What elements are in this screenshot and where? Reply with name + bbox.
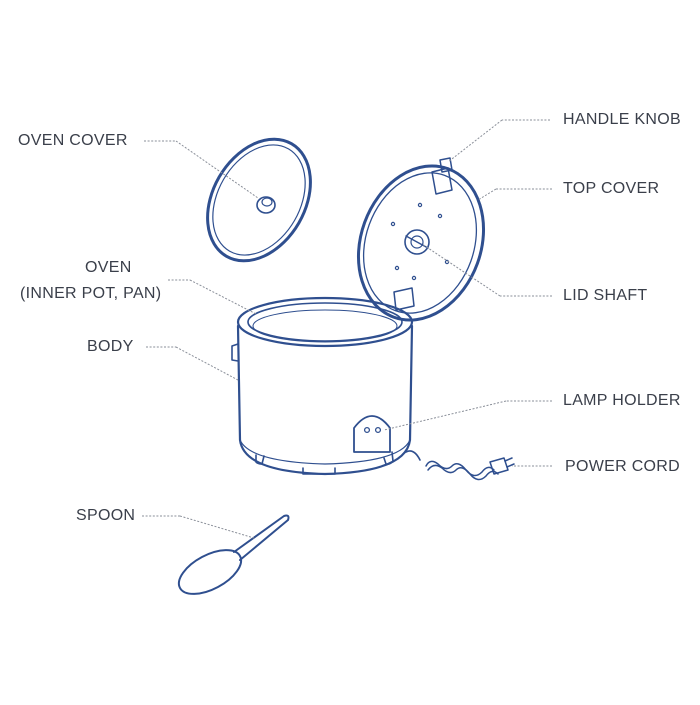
label-power-cord: POWER CORD: [565, 458, 680, 475]
cooker-body-illustration: [231, 296, 421, 476]
spoon-illustration: [177, 514, 290, 595]
label-oven-cover: OVEN COVER: [18, 132, 128, 149]
leader-spoon-diag: [179, 515, 255, 539]
leader-oven-diag: [189, 279, 257, 315]
label-body: BODY: [87, 338, 134, 355]
label-top-cover: TOP COVER: [563, 180, 660, 197]
leader-top-cover-diag: [477, 188, 497, 201]
label-spoon: SPOON: [76, 507, 136, 524]
leader-lamp-holder-diag: [383, 400, 507, 431]
power-cord-illustration: [425, 457, 515, 481]
leader-handle-knob-diag: [447, 119, 503, 163]
top-cover-illustration: [356, 157, 486, 322]
label-oven: OVEN: [85, 259, 132, 276]
label-lamp-holder: LAMP HOLDER: [563, 392, 681, 409]
label-lid-shaft: LID SHAFT: [563, 287, 648, 304]
leader-oven-cover-diag: [175, 140, 259, 199]
label-handle-knob: HANDLE KNOB: [563, 111, 681, 128]
label-oven-subtitle: (INNER POT, PAN): [20, 285, 162, 302]
oven-cover-illustration: [206, 137, 312, 263]
leader-body-diag: [175, 346, 239, 381]
leader-lid-shaft-diag: [421, 243, 501, 297]
